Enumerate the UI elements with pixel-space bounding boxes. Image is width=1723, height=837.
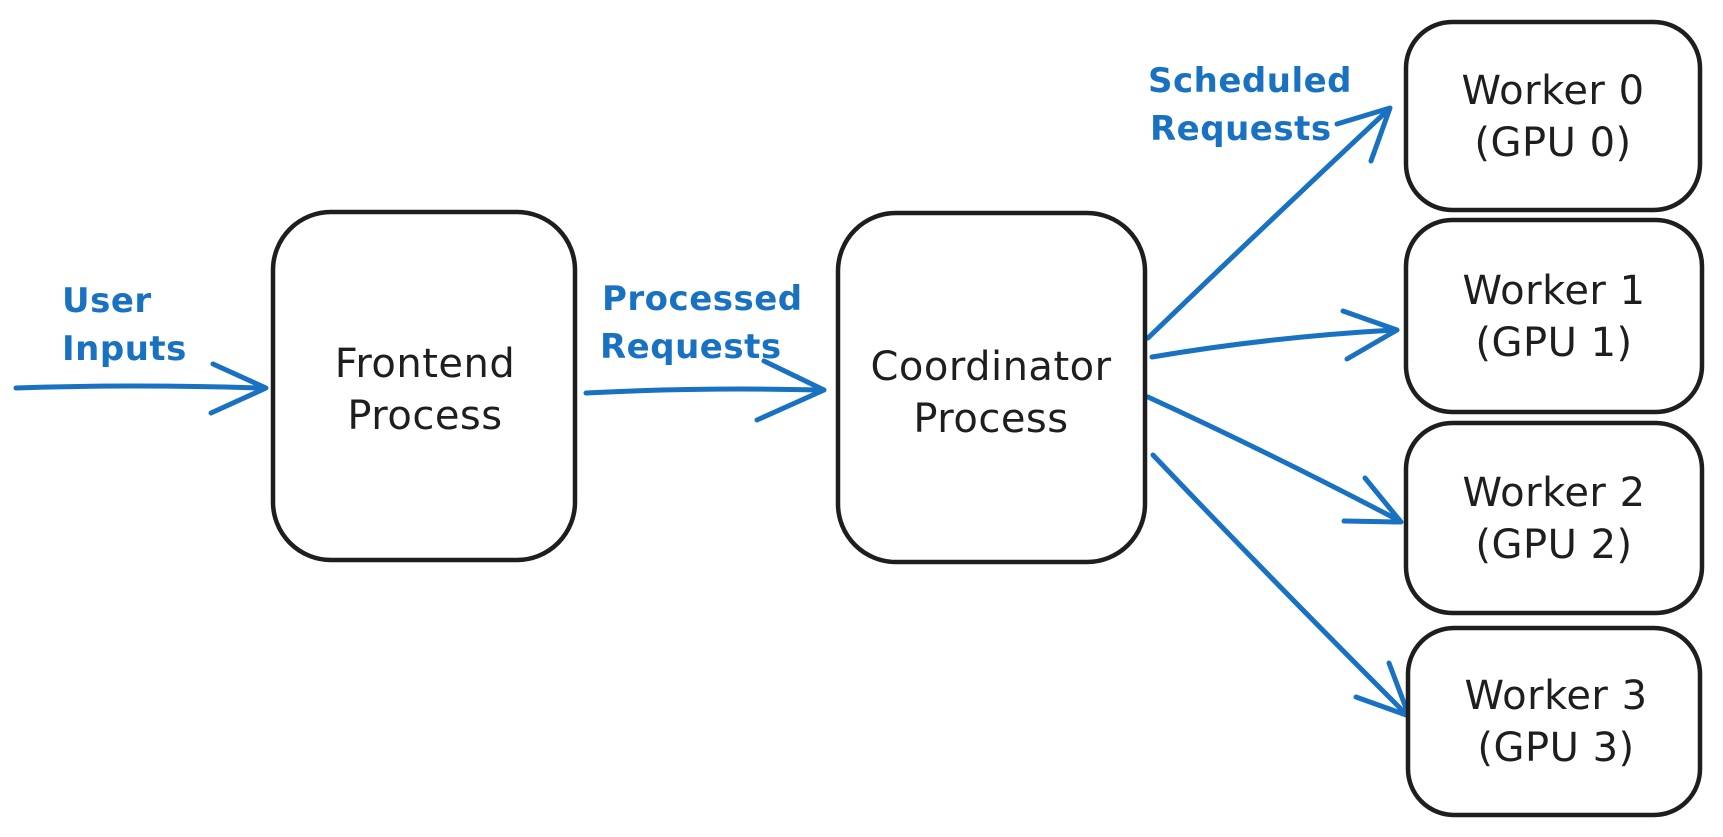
worker-0-label-line2: (GPU 0) <box>1474 120 1631 166</box>
scheduled-requests-arrow-worker2 <box>1145 394 1404 525</box>
worker-1-box <box>1403 217 1705 415</box>
node-coordinator-process: Coordinator Process <box>835 210 1148 565</box>
frontend-process-label-line2: Process <box>347 393 502 439</box>
node-worker-0: Worker 0 (GPU 0) <box>1403 19 1703 213</box>
worker-0-box <box>1403 19 1703 213</box>
processed-requests-arrow <box>583 358 827 423</box>
frontend-process-label-line1: Frontend <box>335 341 516 387</box>
worker-1-label-line2: (GPU 1) <box>1475 320 1632 366</box>
user-inputs-label: User Inputs <box>62 281 187 369</box>
arrow-line-worker0 <box>1145 107 1391 341</box>
user-inputs-arrow-line <box>13 383 263 391</box>
scheduled-requests-arrow-worker1 <box>1149 308 1400 362</box>
worker-2-label-line1: Worker 2 <box>1462 470 1645 516</box>
processed-requests-label: Processed Requests <box>600 279 803 367</box>
scheduled-requests-label: Scheduled Requests <box>1148 61 1352 149</box>
arrow-line-worker2 <box>1145 394 1401 523</box>
worker-2-label-line2: (GPU 2) <box>1475 522 1632 568</box>
user-inputs-arrowhead-icon <box>208 361 269 416</box>
processed-requests-arrowhead-icon <box>754 358 827 423</box>
scheduled-requests-label-line1: Scheduled <box>1148 61 1352 101</box>
arrowhead-icon-worker0 <box>1334 105 1393 164</box>
scheduled-requests-arrow-worker0 <box>1145 105 1393 341</box>
processed-requests-arrow-line <box>583 386 823 396</box>
coordinator-process-box <box>835 210 1148 565</box>
worker-1-label-line1: Worker 1 <box>1462 268 1645 314</box>
arrow-line-worker1 <box>1149 327 1397 360</box>
scheduled-requests-label-line2: Requests <box>1150 109 1332 149</box>
processed-requests-label-line2: Requests <box>600 327 782 367</box>
coordinator-process-label-line1: Coordinator <box>870 344 1111 390</box>
user-inputs-label-line2: Inputs <box>62 329 187 369</box>
node-worker-2: Worker 2 (GPU 2) <box>1403 420 1705 616</box>
user-inputs-arrow <box>13 361 269 416</box>
processed-requests-label-line1: Processed <box>602 279 803 319</box>
node-worker-3: Worker 3 (GPU 3) <box>1405 625 1703 818</box>
node-worker-1: Worker 1 (GPU 1) <box>1403 217 1705 415</box>
worker-2-box <box>1403 420 1705 616</box>
arrow-line-worker3 <box>1150 452 1409 717</box>
coordinator-process-label-line2: Process <box>913 396 1068 442</box>
worker-3-box <box>1405 625 1703 818</box>
worker-3-label-line2: (GPU 3) <box>1477 725 1634 771</box>
worker-0-label-line1: Worker 0 <box>1461 68 1644 114</box>
frontend-process-box <box>270 209 578 563</box>
user-inputs-label-line1: User <box>62 281 152 321</box>
arrowhead-icon-worker2 <box>1341 475 1404 525</box>
arrowhead-icon-worker1 <box>1340 308 1400 362</box>
node-frontend-process: Frontend Process <box>270 209 578 563</box>
worker-3-label-line1: Worker 3 <box>1464 673 1647 719</box>
scheduled-requests-arrow-worker3 <box>1150 452 1412 719</box>
